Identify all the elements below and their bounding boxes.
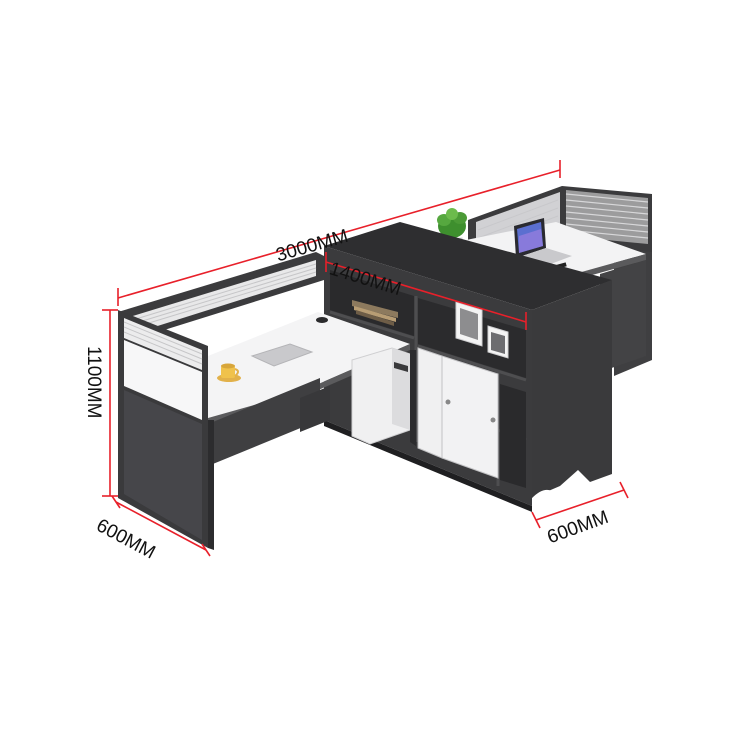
dim-height: 1100MM	[83, 346, 104, 419]
picture-frame-icon	[455, 301, 509, 359]
book-stack-icon	[352, 300, 398, 326]
sliding-door-left	[417, 347, 443, 459]
storage-cabinet	[324, 222, 612, 512]
coffee-cup-icon	[217, 363, 241, 382]
front-workstation	[118, 252, 416, 550]
computer-tower-icon	[351, 347, 411, 445]
sliding-door-right	[441, 355, 499, 479]
dim-left-depth: 600MM	[93, 515, 159, 563]
dimension-lines	[102, 160, 629, 557]
